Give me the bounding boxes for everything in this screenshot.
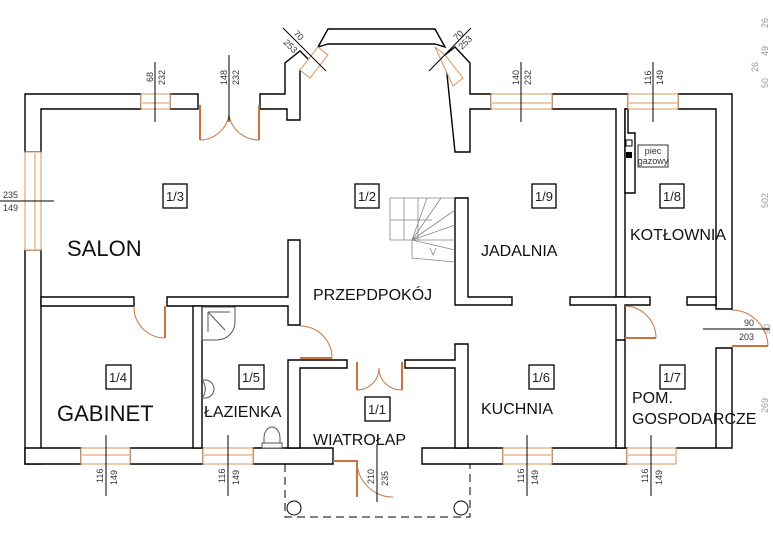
terrace-outline xyxy=(284,464,471,518)
dimension-label: 26 xyxy=(760,18,770,28)
dimension-label: 232 xyxy=(523,70,533,85)
staircase xyxy=(389,197,456,263)
dimension-label: 90 xyxy=(744,318,754,328)
room-name-pom: POM. xyxy=(632,390,673,407)
room-name-lazienka: ŁAZIENKA xyxy=(204,404,282,421)
room-number: 1/4 xyxy=(109,370,127,385)
room-name-kotlownia: KOTŁOWNIA xyxy=(630,227,726,244)
doors xyxy=(133,105,769,498)
room-name-kuchnia: KUCHNIA xyxy=(481,401,553,418)
boiler-label: gazowy xyxy=(638,156,669,166)
outer-walls xyxy=(24,28,733,465)
room-name-gospodarcze: GOSPODARCZE xyxy=(632,411,756,428)
room-name-gabinet: GABINET xyxy=(57,401,154,426)
dimension-label: 49 xyxy=(760,46,770,56)
dimension-label: 232 xyxy=(157,70,167,85)
dimension-label: 68 xyxy=(145,72,155,82)
dimension-label: 149 xyxy=(231,470,241,485)
dimension-label: 149 xyxy=(655,70,665,85)
dimension-label: 116 xyxy=(640,469,650,483)
dimension-label: 148 xyxy=(219,70,229,85)
right-edge-dimension-chain: 26 49 26 50 502 90 269 xyxy=(750,18,772,413)
room-number: 1/6 xyxy=(532,370,550,385)
room-number: 1/8 xyxy=(663,189,681,204)
shower-icon xyxy=(201,306,236,341)
room-number: 1/2 xyxy=(358,189,376,204)
dimension-label: 232 xyxy=(231,70,241,85)
dimension-label: 149 xyxy=(109,470,119,485)
dimension-label: 70 xyxy=(292,28,306,42)
room-name-salon: SALON xyxy=(67,236,142,261)
room-name-wiatrolap: WIATROŁAP xyxy=(313,432,406,449)
dimension-label: 149 xyxy=(654,470,664,485)
dimension-label: 90 xyxy=(762,324,772,334)
room-number: 1/3 xyxy=(166,189,184,204)
bathroom-fixtures: piec gazowy xyxy=(201,139,669,449)
room-number: 1/1 xyxy=(368,402,386,417)
dimension-label: 26 xyxy=(750,62,760,72)
dimension-label: 116 xyxy=(217,469,227,483)
boiler-label: piec xyxy=(645,146,662,156)
room-numbers: 1/3 1/2 1/9 1/8 1/4 1/5 1/1 1/6 1/7 xyxy=(105,183,686,422)
interior-walls xyxy=(40,108,717,449)
dimension-label: 502 xyxy=(760,193,770,208)
boiler xyxy=(637,144,669,168)
dimensions: 68 232 148 232 70 253 70 253 140 232 116… xyxy=(0,18,772,502)
chimney-icon xyxy=(625,139,633,147)
dimension-label: 116 xyxy=(516,469,526,483)
dimension-label: 210 xyxy=(366,469,376,484)
room-number: 1/9 xyxy=(535,189,553,204)
room-names: SALON PRZEPDPOKÓJ JADALNIA KOTŁOWNIA GAB… xyxy=(57,227,756,449)
room-name-jadalnia: JADALNIA xyxy=(481,243,558,260)
dimension-label: 50 xyxy=(760,78,770,88)
chimney-icon xyxy=(626,152,632,158)
room-number: 1/7 xyxy=(663,370,681,385)
dimension-label: 140 xyxy=(511,70,521,85)
dimension-label: 116 xyxy=(95,469,105,483)
sink-icon xyxy=(201,379,215,399)
dimension-label: 116 xyxy=(643,71,653,85)
dimension-label: 235 xyxy=(3,190,18,200)
dimension-label: 149 xyxy=(3,203,18,213)
dimension-label: 203 xyxy=(739,332,754,342)
room-name-przedpokoj: PRZEPDPOKÓJ xyxy=(313,285,432,304)
dimension-label: 235 xyxy=(380,471,390,486)
dimension-label: 269 xyxy=(760,398,770,413)
room-number: 1/5 xyxy=(242,370,260,385)
dimension-label: 149 xyxy=(530,470,540,485)
toilet-icon xyxy=(261,426,283,449)
